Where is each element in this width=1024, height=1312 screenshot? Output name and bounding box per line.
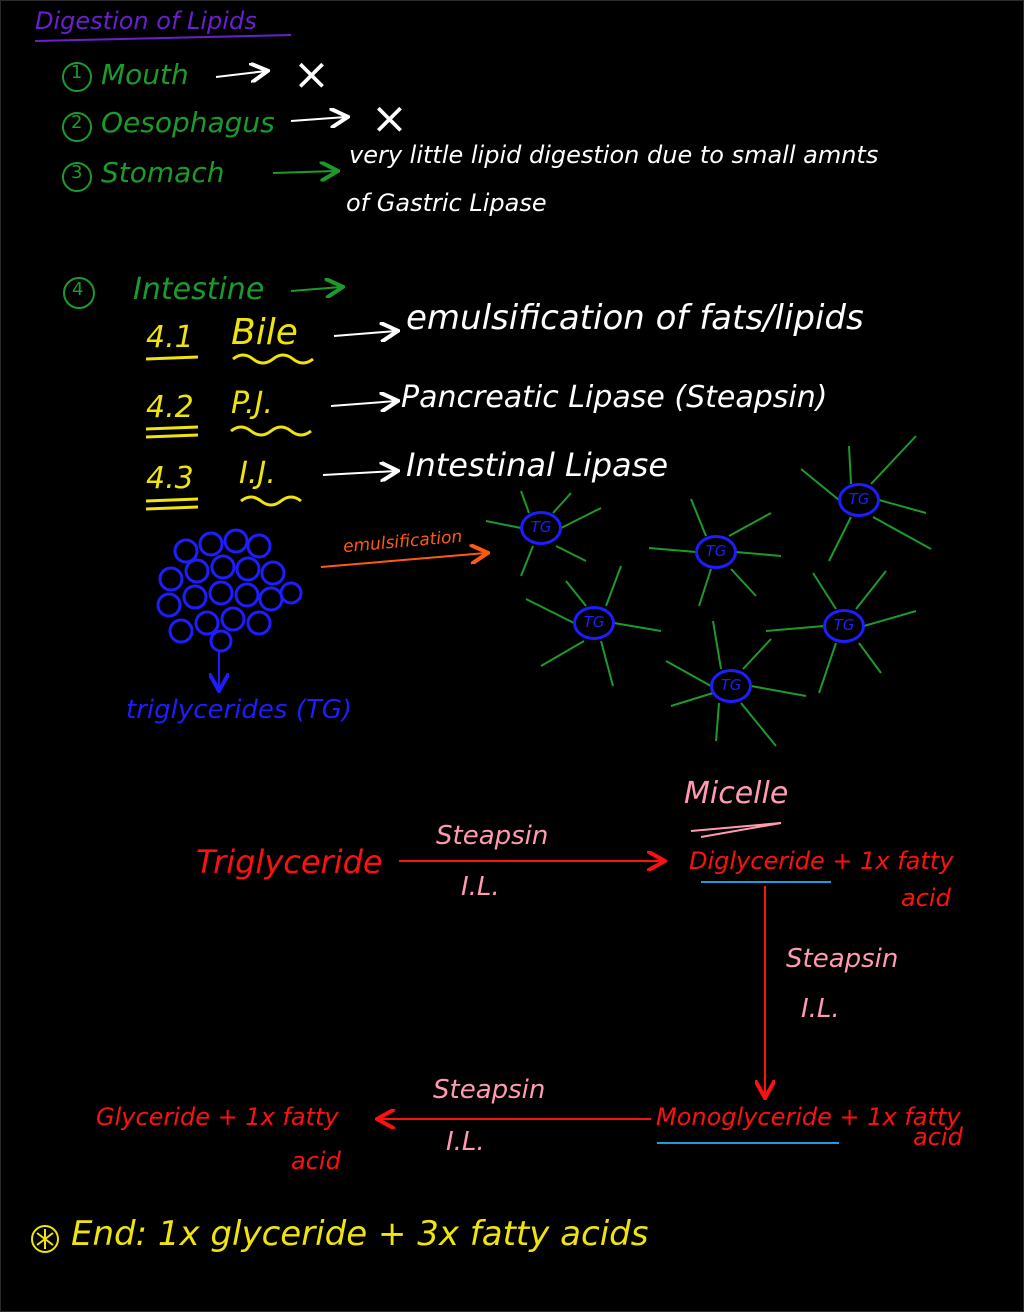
stomach-note-line1: very little lipid digestion due to small… [349, 141, 879, 169]
tg-label-2: TG [705, 542, 727, 560]
mouth-cross-icon: × [293, 49, 330, 100]
item-4-1-number: 4.1 [146, 320, 194, 355]
tg-label-4: TG [583, 613, 605, 631]
micelle-underline [690, 822, 782, 838]
stomach-note-line2: of Gastric Lipase [346, 189, 547, 217]
triglyceride-label: triglycerides (TG) [126, 695, 353, 725]
organ-oesophagus: Oesophagus [101, 106, 275, 139]
enzyme-il-2: I.L. [801, 994, 840, 1024]
page-title: Digestion of Lipids [35, 7, 257, 35]
tg-molecule-4 [573, 606, 615, 640]
oesophagus-cross-icon: × [371, 93, 408, 144]
item-ij-desc: Intestinal Lipase [406, 446, 669, 484]
organ-number-2: 2 [71, 112, 83, 133]
micelle-fatty-acid-tails [485, 435, 932, 747]
organ-number-1: 1 [71, 62, 83, 83]
tg-molecule-2 [695, 535, 737, 569]
tg-label-5: TG [833, 616, 855, 634]
ij-arrow [322, 471, 396, 475]
tg-molecule-3 [838, 483, 880, 517]
diglyceride-product-acid: acid [901, 884, 951, 912]
yellow-underlines [145, 353, 314, 511]
tg-label-1: TG [530, 518, 552, 536]
enzyme-steapsin-3: Steapsin [433, 1075, 546, 1105]
bile-arrow [333, 331, 396, 336]
asterisk-circle-icon [31, 1225, 59, 1253]
enzyme-il-3: I.L. [446, 1127, 485, 1157]
item-4-3-number: 4.3 [146, 461, 194, 496]
mouth-arrow [215, 71, 266, 77]
monoglyceride-product: Monoglyceride + 1x fatty [656, 1103, 961, 1131]
enzyme-steapsin-1: Steapsin [436, 821, 549, 851]
tg-label-6: TG [720, 676, 742, 694]
organ-number-4: 4 [72, 279, 84, 300]
enzyme-il-1: I.L. [461, 872, 500, 902]
oesophagus-arrow [290, 117, 346, 121]
item-pj-desc: Pancreatic Lipase (Steapsin) [401, 380, 828, 415]
organ-intestine: Intestine [133, 272, 265, 307]
micelle-label: Micelle [684, 776, 789, 811]
num-circle-4 [63, 277, 95, 309]
num-circle-1 [62, 62, 92, 92]
triglyceride-blob [156, 528, 303, 653]
triglyceride-reactant: Triglyceride [196, 843, 383, 881]
num-circle-3 [62, 162, 92, 192]
end-summary: End: 1x glyceride + 3x fatty acids [71, 1214, 649, 1254]
item-pj: P.J. [231, 386, 273, 421]
item-ij: I.J. [239, 456, 276, 491]
monoglyceride-product-acid: acid [913, 1123, 963, 1151]
intestine-arrow [290, 287, 341, 291]
tg-label-3: TG [848, 490, 870, 508]
item-bile-desc: emulsification of fats/lipids [406, 298, 864, 338]
item-4-2-number: 4.2 [146, 390, 194, 425]
tg-molecule-1 [520, 511, 562, 545]
organ-mouth: Mouth [101, 58, 189, 91]
emulsification-arrow [320, 553, 486, 568]
stomach-arrow [272, 171, 336, 173]
organ-stomach: Stomach [101, 156, 225, 189]
item-bile: Bile [231, 312, 298, 353]
glyceride-product-acid: acid [291, 1147, 341, 1175]
tg-molecule-5 [823, 609, 865, 643]
num-circle-2 [62, 112, 92, 142]
glyceride-product: Glyceride + 1x fatty [96, 1103, 339, 1131]
tg-molecule-6 [710, 669, 752, 703]
diglyceride-product: Diglyceride + 1x fatty [689, 847, 954, 875]
enzyme-steapsin-2: Steapsin [786, 944, 899, 974]
organ-number-3: 3 [71, 162, 83, 183]
pj-arrow [330, 401, 396, 406]
title-underline [34, 34, 292, 42]
